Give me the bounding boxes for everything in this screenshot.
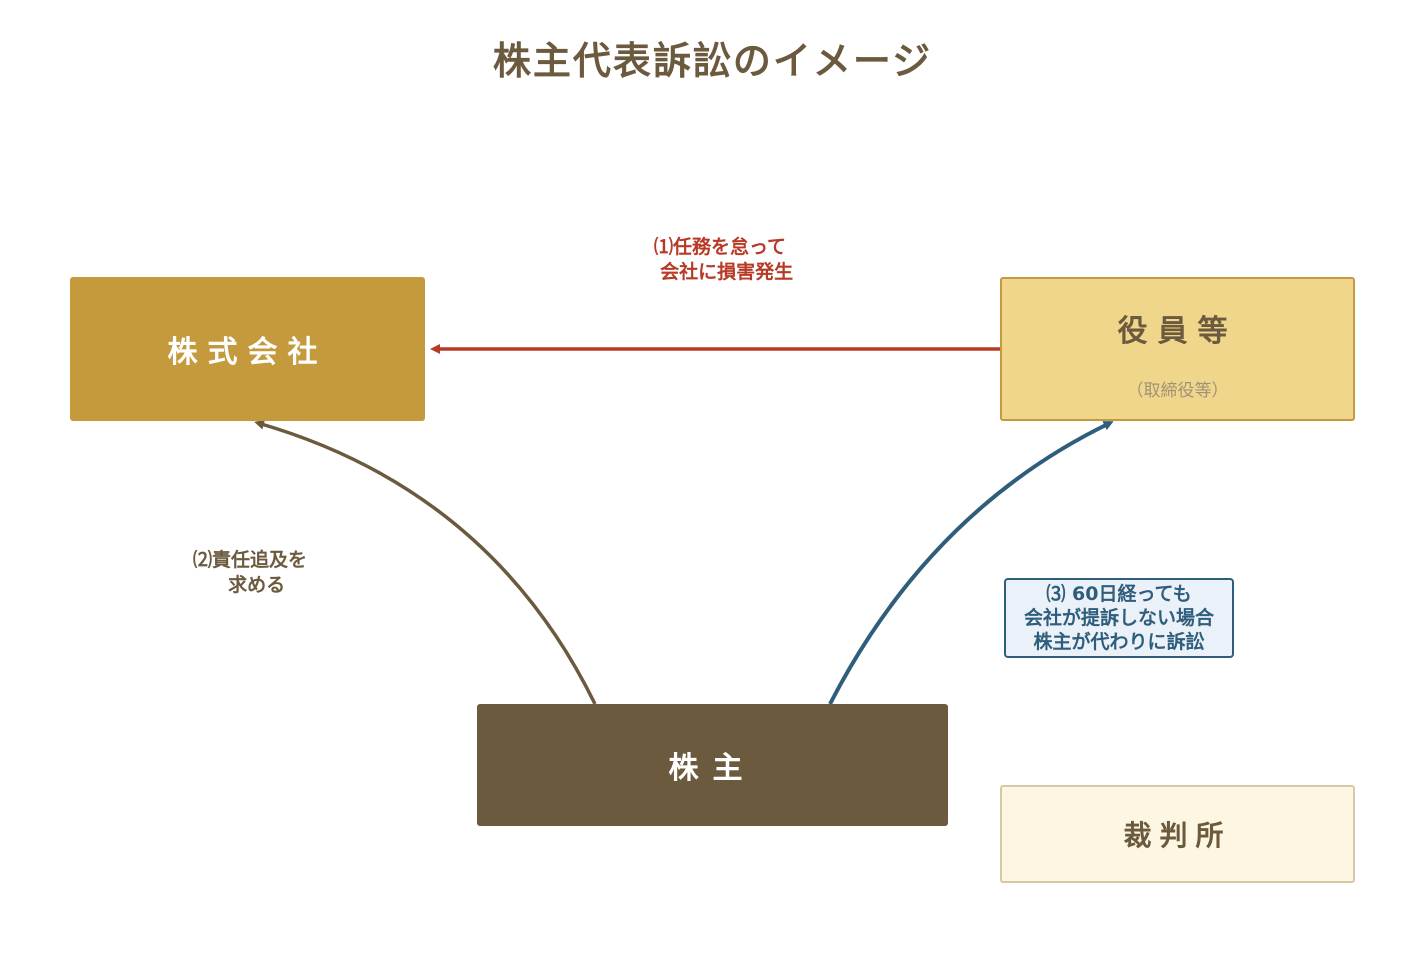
diagram-title: 株主代表訴訟のイメージ (492, 39, 933, 83)
edge-shareholder-to-company (254, 419, 597, 705)
node-company: 株式会社 (70, 277, 425, 421)
node-court-label: 裁判所 (1123, 819, 1232, 852)
node-officers-label: 役員等 (1117, 313, 1238, 349)
node-officers-note: （取締役等） (1126, 380, 1229, 401)
node-shareholder: 株主 (477, 704, 948, 826)
node-officers: 役員等 （取締役等） (1000, 277, 1355, 421)
edge-label-shareholder-to-company: ⑵責任追及を 求める (192, 549, 307, 596)
node-company-label: 株式会社 (167, 335, 328, 370)
edge-shareholder-to-officers (828, 421, 1114, 705)
node-shareholder-label: 株主 (668, 751, 757, 786)
edge-label-shareholder-to-officers: ⑶ 60日経っても 会社が提訴しない場合 株主が代わりに訴訟 (1004, 578, 1234, 658)
node-court: 裁判所 (1000, 785, 1355, 883)
edge-label-officers-to-company: ⑴任務を怠って 会社に損害発生 (653, 236, 794, 283)
